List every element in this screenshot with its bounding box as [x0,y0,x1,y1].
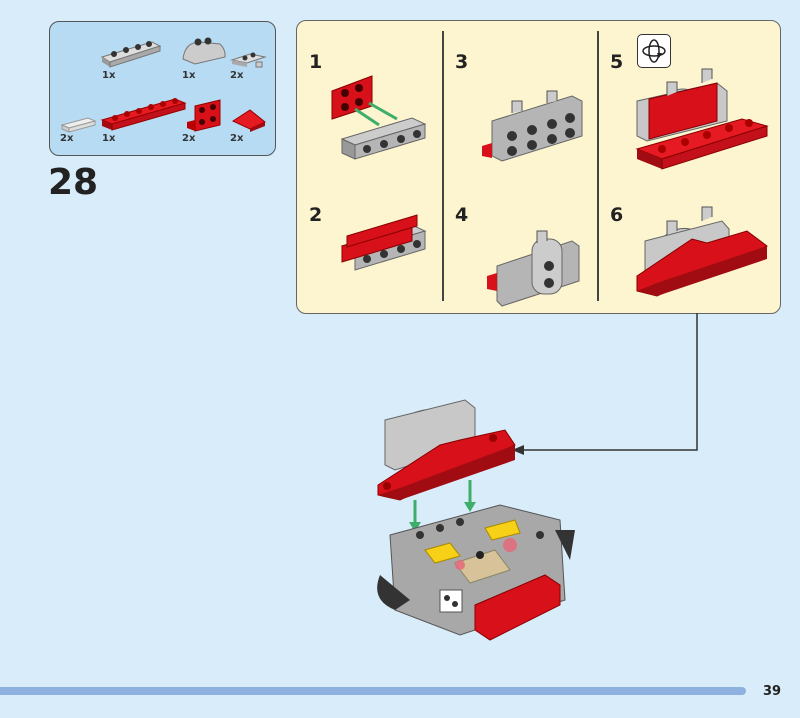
part-qty: 1x [102,70,116,81]
substep-number: 1 [309,51,323,73]
substep-number: 4 [455,204,469,226]
substep-2-model [340,214,427,271]
substep-illustrations [331,68,769,307]
substep-6-model [636,206,768,297]
substep-1-model [331,75,427,160]
grey-plate-clip [230,52,267,68]
grey-curved-slope [182,37,226,65]
page-footer-bar [0,687,746,695]
callout-arrow [512,313,698,455]
part-qty: 2x [230,70,244,81]
part-qty: 2x [60,133,74,144]
page-number: 39 [763,684,782,699]
substep-number: 2 [309,204,323,226]
step-number: 28 [48,162,99,203]
rotate-model-icon [637,34,671,68]
substeps-panel: 1 2 3 4 5 6 [296,20,781,314]
part-qty: 2x [182,133,196,144]
divider [442,31,444,301]
parts-illustrations [60,37,267,133]
part-qty: 1x [182,70,196,81]
trans-clear-grille [60,117,97,133]
grey-plate-1x4 [100,41,162,68]
base-model [377,504,575,641]
subassembly-model [377,399,516,501]
parts-list-panel: 1x 1x 2x 2x 1x 2x 2x [49,21,276,156]
substep-4-model [487,230,580,307]
substep-number: 5 [610,51,624,73]
part-qty: 1x [102,133,116,144]
red-bracket [187,99,221,132]
attach-arrows [409,480,476,532]
substep-number: 3 [455,51,469,73]
substep-5-model [635,68,769,170]
divider [597,31,599,301]
substep-3-model [482,90,583,162]
substep-number: 6 [610,204,624,226]
red-plate-1x6 [100,98,187,131]
red-slope [231,109,266,132]
part-qty: 2x [230,133,244,144]
